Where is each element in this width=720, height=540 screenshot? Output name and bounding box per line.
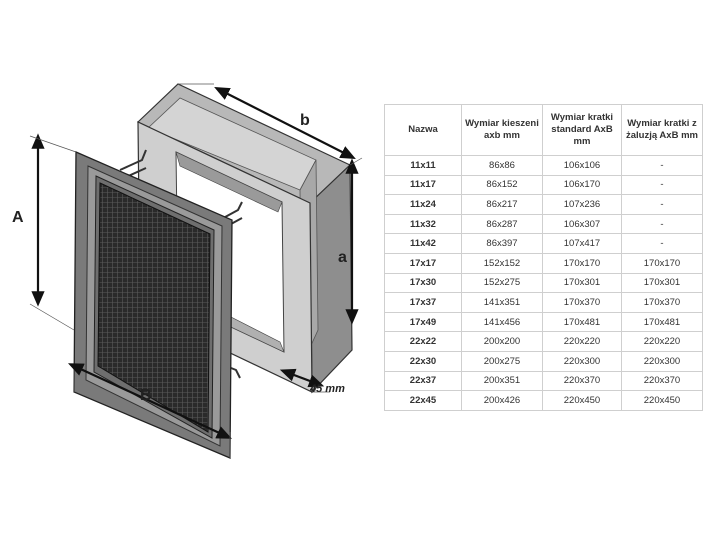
cell-standard-size: 107x236 bbox=[542, 194, 622, 215]
cell-louver-size: - bbox=[621, 155, 703, 176]
cell-standard-size: 220x370 bbox=[542, 370, 622, 392]
cell-name: 11x17 bbox=[384, 174, 462, 196]
header-pocket-size: Wymiar kieszeni axb mm bbox=[461, 104, 543, 156]
dimensions-table: Nazwa Wymiar kieszeni axb mm Wymiar krat… bbox=[384, 104, 703, 411]
cell-standard-size: 220x220 bbox=[542, 331, 622, 352]
cell-pocket-size: 86x287 bbox=[461, 213, 543, 235]
cell-standard-size: 220x450 bbox=[542, 390, 622, 411]
cell-pocket-size: 200x426 bbox=[461, 390, 543, 411]
cell-name: 11x24 bbox=[384, 194, 462, 215]
cell-standard-size: 170x481 bbox=[542, 311, 622, 333]
cell-pocket-size: 86x217 bbox=[461, 194, 543, 215]
cell-louver-size: 220x450 bbox=[621, 390, 703, 411]
cell-louver-size: 170x170 bbox=[621, 252, 703, 274]
cell-standard-size: 220x300 bbox=[542, 350, 622, 372]
dimension-label-B: B bbox=[140, 387, 152, 404]
cell-name: 17x17 bbox=[384, 252, 462, 274]
dimension-lines bbox=[31, 87, 359, 439]
cell-pocket-size: 141x351 bbox=[461, 292, 543, 313]
cell-standard-size: 170x370 bbox=[542, 292, 622, 313]
dimension-label-A: A bbox=[12, 209, 24, 226]
extension-lines bbox=[29, 83, 363, 458]
cell-pocket-size: 141x456 bbox=[461, 311, 543, 333]
grille-dimension-drawing: A B b a 45 mm bbox=[12, 83, 363, 459]
cell-standard-size: 170x301 bbox=[542, 272, 622, 294]
cell-name: 17x37 bbox=[384, 292, 462, 313]
table-header-row: Nazwa Wymiar kieszeni axb mm Wymiar krat… bbox=[384, 104, 703, 156]
cell-pocket-size: 86x152 bbox=[461, 174, 543, 196]
cell-standard-size: 170x170 bbox=[542, 252, 622, 274]
cell-pocket-size: 200x351 bbox=[461, 370, 543, 392]
header-name: Nazwa bbox=[384, 104, 462, 156]
cell-standard-size: 106x106 bbox=[542, 155, 622, 176]
cell-louver-size: 170x301 bbox=[621, 272, 703, 294]
cell-name: 11x11 bbox=[384, 155, 462, 176]
cell-louver-size: - bbox=[621, 233, 703, 254]
cell-name: 17x30 bbox=[384, 272, 462, 294]
cell-louver-size: - bbox=[621, 213, 703, 235]
cell-standard-size: 107x417 bbox=[542, 233, 622, 254]
cell-pocket-size: 152x275 bbox=[461, 272, 543, 294]
cell-name: 22x45 bbox=[384, 390, 462, 411]
cell-louver-size: 170x370 bbox=[621, 292, 703, 313]
cell-louver-size: - bbox=[621, 194, 703, 215]
cell-louver-size: 220x300 bbox=[621, 350, 703, 372]
cell-pocket-size: 200x275 bbox=[461, 350, 543, 372]
cell-name: 22x30 bbox=[384, 350, 462, 372]
cell-pocket-size: 152x152 bbox=[461, 252, 543, 274]
header-louver-grille-size: Wymiar kratki z żaluzją AxB mm bbox=[621, 104, 703, 156]
cell-pocket-size: 200x200 bbox=[461, 331, 543, 352]
cell-name: 22x37 bbox=[384, 370, 462, 392]
dimension-label-b: b bbox=[300, 112, 310, 129]
cell-name: 11x32 bbox=[384, 213, 462, 235]
cell-louver-size: 220x370 bbox=[621, 370, 703, 392]
cell-pocket-size: 86x86 bbox=[461, 155, 543, 176]
cell-standard-size: 106x170 bbox=[542, 174, 622, 196]
cell-standard-size: 106x307 bbox=[542, 213, 622, 235]
cell-name: 11x42 bbox=[384, 233, 462, 254]
cell-name: 17x49 bbox=[384, 311, 462, 333]
dimension-label-a: a bbox=[338, 249, 347, 266]
cell-louver-size: - bbox=[621, 174, 703, 196]
cell-louver-size: 220x220 bbox=[621, 331, 703, 352]
cell-name: 22x22 bbox=[384, 331, 462, 352]
cell-pocket-size: 86x397 bbox=[461, 233, 543, 254]
dimension-label-depth: 45 mm bbox=[309, 383, 345, 395]
cell-louver-size: 170x481 bbox=[621, 311, 703, 333]
header-standard-grille-size: Wymiar kratki standard AxB mm bbox=[542, 104, 622, 156]
